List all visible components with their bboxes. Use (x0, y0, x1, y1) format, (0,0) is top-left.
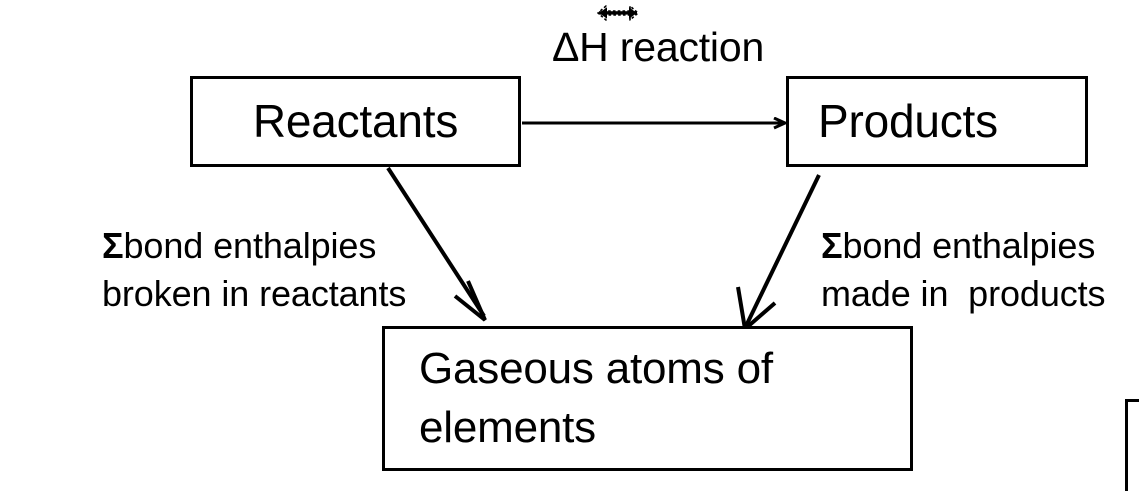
delta-h-reaction-label: ΔH reaction (552, 24, 765, 70)
node-products-label: Products (818, 95, 998, 148)
partial-box-right-edge (1125, 399, 1139, 491)
node-reactants[interactable]: Reactants (190, 76, 521, 167)
sigma-symbol-left: Σ (102, 225, 124, 266)
horizontal-resize-cursor-icon (596, 4, 640, 22)
edge-reactants-to-gaseous (386, 166, 487, 322)
annotation-bonds-made-line2: made in products (821, 272, 1106, 314)
edge-products-to-gaseous (736, 174, 821, 333)
annotation-bonds-broken-line1: bond enthalpies (123, 225, 377, 266)
sigma-symbol-right: Σ (821, 225, 843, 266)
node-gaseous-atoms[interactable]: Gaseous atoms of elements (382, 326, 913, 471)
annotation-bonds-made: Σbond enthalpies made in products (821, 222, 1106, 317)
node-reactants-label: Reactants (252, 95, 459, 148)
annotation-bonds-broken: Σbond enthalpies broken in reactants (102, 222, 406, 317)
node-gaseous-atoms-label: Gaseous atoms of elements (419, 344, 773, 452)
annotation-bonds-made-line1: bond enthalpies (842, 225, 1096, 266)
node-products[interactable]: Products (786, 76, 1088, 167)
annotation-bonds-broken-line2: broken in reactants (102, 272, 407, 314)
